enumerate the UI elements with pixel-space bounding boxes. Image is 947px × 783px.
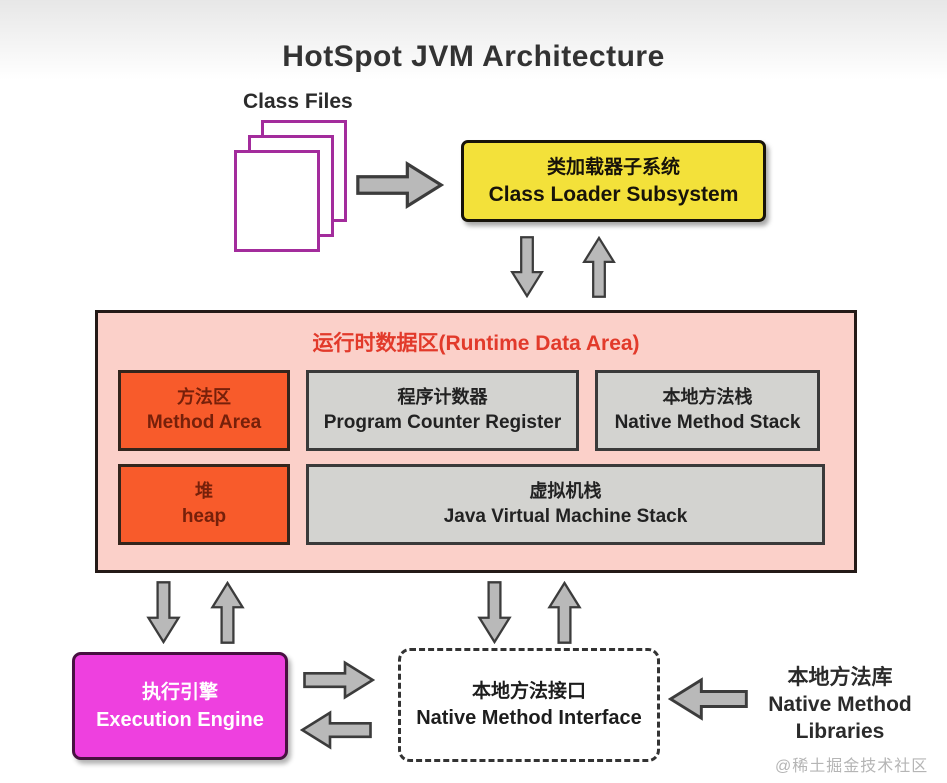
class-file-page-icon [234,150,320,252]
method-area-label-en: Method Area [146,412,262,433]
arrow-right-icon [303,660,375,700]
method-area-box: 方法区 Method Area [118,370,290,451]
class-loader-label-en: Class Loader Subsystem [488,182,739,206]
jvm-stack-box: 虚拟机栈 Java Virtual Machine Stack [306,464,825,545]
jvm-stack-label-en: Java Virtual Machine Stack [443,506,688,527]
native-libraries-label-en2: Libraries [795,720,885,743]
arrow-down-icon [510,236,544,298]
runtime-data-area-title: 运行时数据区(Runtime Data Area) [312,332,640,355]
class-files-label: Class Files [243,90,353,113]
native-stack-label-zh: 本地方法栈 [662,387,753,407]
watermark: @稀土掘金技术社区 [775,758,929,775]
arrow-up-icon [210,581,245,644]
class-loader-subsystem-box: 类加载器子系统 Class Loader Subsystem [461,140,766,222]
jvm-stack-label-zh: 虚拟机栈 [529,481,602,501]
execution-engine-label-zh: 执行引擎 [141,681,218,703]
arrow-down-icon [477,581,512,644]
pc-register-label-en: Program Counter Register [323,412,562,433]
native-stack-label-en: Native Method Stack [614,412,801,433]
arrow-right-icon [356,161,444,209]
native-method-interface-box: 本地方法接口 Native Method Interface [398,648,660,762]
heap-box: 堆 heap [118,464,290,545]
execution-engine-label-en: Execution Engine [96,708,264,731]
native-interface-label-zh: 本地方法接口 [471,681,586,702]
native-libraries-label-en1: Native Method [768,693,912,716]
native-method-stack-box: 本地方法栈 Native Method Stack [595,370,820,451]
heap-label-en: heap [181,506,227,527]
class-loader-label-zh: 类加载器子系统 [546,156,680,178]
arrow-left-icon [300,710,372,750]
runtime-data-area-box: 运行时数据区(Runtime Data Area) 方法区 Method Are… [95,310,857,573]
pc-register-label-zh: 程序计数器 [397,387,488,407]
arrow-up-icon [582,236,616,298]
class-files-stack-icon [234,120,350,254]
native-libraries-label-zh: 本地方法库 [787,666,893,689]
program-counter-register-box: 程序计数器 Program Counter Register [306,370,579,451]
arrow-down-icon [146,581,181,644]
arrow-left-icon [668,677,748,721]
native-method-libraries-label: 本地方法库 Native Method Libraries [745,664,935,745]
native-interface-label-en: Native Method Interface [416,707,642,729]
method-area-label-zh: 方法区 [177,387,231,407]
heap-label-zh: 堆 [195,481,213,501]
page-title: HotSpot JVM Architecture [282,40,665,73]
arrow-up-icon [547,581,582,644]
execution-engine-box: 执行引擎 Execution Engine [72,652,288,760]
